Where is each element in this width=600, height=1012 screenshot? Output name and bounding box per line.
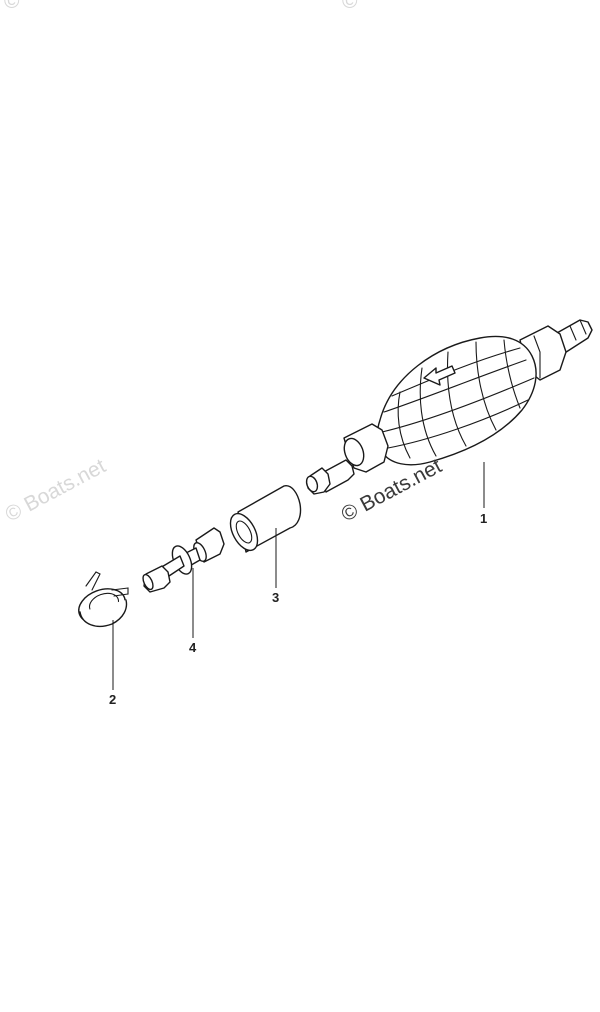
- hose-clip: [78, 571, 129, 628]
- callout-1: 1: [480, 511, 487, 526]
- fuel-hose: [229, 485, 302, 553]
- callout-2: 2: [109, 692, 116, 707]
- watermark-top-right: ©: [342, 0, 358, 13]
- watermark-top-left: ©: [4, 0, 20, 13]
- primer-bulb: [305, 319, 593, 495]
- hose-joint: [142, 527, 225, 593]
- callout-3: 3: [272, 590, 279, 605]
- watermark-left: © Boats.net: [2, 454, 110, 526]
- callout-4: 4: [189, 640, 197, 655]
